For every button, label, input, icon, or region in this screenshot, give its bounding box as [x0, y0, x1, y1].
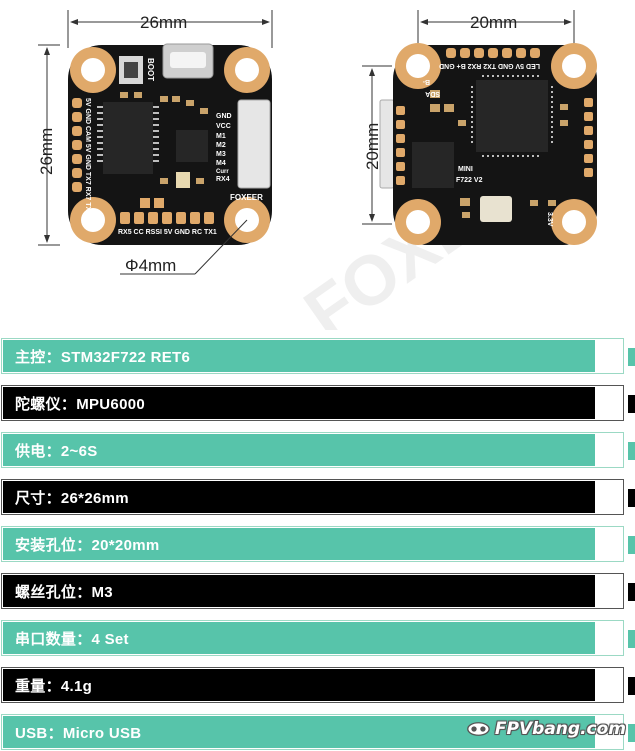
silk-top-right-pins: LED 5V GND TX2 RX2 B+ GND: [439, 62, 540, 69]
spec-row-power: 供电：2~6S: [1, 432, 635, 468]
spec-row-uart: 串口数量：4 Set: [1, 620, 635, 656]
silk-pin-m4: M4: [216, 160, 226, 167]
silk-boot: BOOT: [146, 58, 155, 81]
silk-bottom-pins: RX5 CC RSSI 5V GND RC TX1: [118, 229, 217, 236]
spec-row-gyro: 陀螺仪：MPU6000: [1, 385, 635, 421]
silk-mini: MINI: [458, 166, 473, 173]
spec-label: 供电：2~6S: [3, 434, 595, 466]
dim-hole-diameter: Φ4mm: [125, 256, 176, 275]
silk-3v3: 3.3V: [546, 212, 553, 227]
board-figure: FOXEER 26mm 26mm BOOT: [37, 10, 597, 330]
drone-logo-icon: [467, 722, 490, 736]
silk-pin-gnd: GND: [216, 113, 232, 120]
spec-row-screw: 螺丝孔位：M3: [1, 573, 635, 609]
spec-row-size: 尺寸：26*26mm: [1, 479, 635, 515]
silk-foxeer: FOXEER: [230, 193, 263, 202]
spec-tab: [628, 630, 635, 648]
spec-row-weight: 重量：4.1g: [1, 667, 635, 703]
watermark-text: FPVbang.com: [494, 719, 626, 739]
spec-label: 安装孔位：20*20mm: [3, 528, 595, 560]
dim-mount-width-20mm: 20mm: [470, 13, 517, 32]
spec-tab: [628, 489, 635, 507]
spec-tab: [628, 395, 635, 413]
silk-pin-m3: M3: [216, 151, 226, 158]
spec-row-mcu: 主控：STM32F722 RET6: [1, 338, 635, 374]
spec-tab: [628, 583, 635, 601]
silk-pin-m2: M2: [216, 142, 226, 149]
silk-f722: F722 V2: [456, 177, 483, 184]
fpvbang-watermark: FPVbang.com: [466, 714, 626, 744]
silk-pin-m1: M1: [216, 133, 226, 140]
board-top-side: 26mm 26mm BOOT 5V GND CAM 5V G: [37, 10, 273, 275]
spec-tab: [628, 348, 635, 366]
spec-tab: [628, 442, 635, 460]
silk-right-pins: GND VCC M1 M2 M3 M4 Curr RX4: [216, 113, 232, 183]
spec-row-usb: USB：Micro USB: [1, 714, 635, 750]
spec-tab: [628, 677, 635, 695]
silk-sda: SDA: [425, 90, 440, 97]
silk-pin-rx4: RX4: [216, 176, 230, 183]
spec-row-mount: 安装孔位：20*20mm: [1, 526, 635, 562]
silk-pin-vcc: VCC: [216, 123, 231, 130]
spec-label: 螺丝孔位：M3: [3, 575, 595, 607]
dim-height-26mm: 26mm: [37, 128, 56, 175]
spec-label: 主控：STM32F722 RET6: [3, 340, 595, 372]
dim-width-26mm: 26mm: [140, 13, 187, 32]
silk-bz: B-: [422, 78, 430, 85]
spec-label: 串口数量：4 Set: [3, 622, 595, 654]
spec-tab: [628, 724, 635, 742]
board-bottom-side: 20mm 20mm LED 5V GND TX2 RX2 B+ GND: [362, 10, 597, 245]
spec-label: 陀螺仪：MPU6000: [3, 387, 595, 419]
dim-mount-height-20mm: 20mm: [363, 123, 382, 170]
silk-pin-curr: Curr: [216, 169, 229, 175]
spec-tab: [628, 536, 635, 554]
spec-label: 尺寸：26*26mm: [3, 481, 595, 513]
silk-left-pins: 5V GND CAM 5V GND TX7 RX7 TX5: [84, 98, 91, 215]
spec-label: USB：Micro USB: [3, 716, 595, 748]
spec-label: 重量：4.1g: [3, 669, 595, 701]
